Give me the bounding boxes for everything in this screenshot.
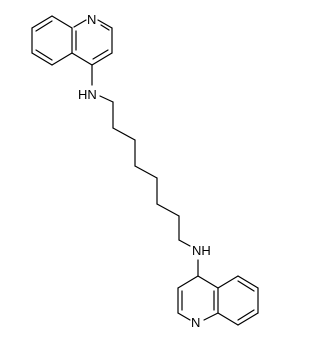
bond — [177, 312, 191, 321]
amine-label-top: HN — [78, 87, 97, 102]
octamethylene-chain — [99, 95, 191, 247]
bond — [92, 49, 109, 60]
bond — [51, 15, 73, 29]
bond — [35, 20, 53, 32]
bond — [51, 52, 73, 66]
molecule-diagram: N HN NH — [31, 12, 259, 330]
bond — [217, 312, 239, 326]
bond — [112, 127, 136, 141]
bond — [237, 309, 255, 321]
bond — [237, 275, 259, 289]
bond — [31, 15, 53, 29]
bond — [99, 95, 114, 103]
bond — [31, 52, 53, 66]
bond — [91, 52, 113, 66]
amine-label-bottom: NH — [192, 243, 211, 258]
structure-canvas: N HN NH — [31, 12, 259, 330]
ring-nitrogen-label: N — [87, 12, 96, 27]
bond — [97, 19, 113, 29]
bond — [73, 19, 87, 28]
ring-nitrogen-label: N — [191, 315, 200, 330]
bond — [237, 312, 259, 326]
bond — [237, 280, 255, 292]
bond — [35, 49, 53, 61]
bond — [217, 275, 239, 289]
bond — [177, 275, 199, 289]
top-quinoline: N — [31, 12, 113, 66]
bond — [156, 203, 180, 217]
bond — [134, 165, 158, 179]
bond — [100, 24, 110, 31]
bond — [197, 275, 219, 289]
bottom-quinoline: N — [177, 275, 259, 330]
bond — [71, 52, 93, 66]
bond — [178, 239, 191, 247]
bond — [203, 312, 219, 321]
